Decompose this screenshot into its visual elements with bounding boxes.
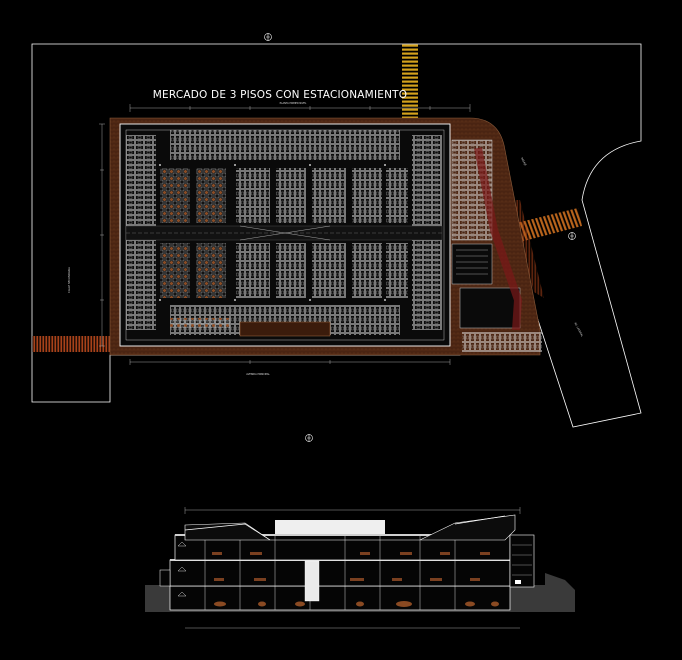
crosswalk-top — [402, 44, 418, 120]
building-section — [145, 507, 575, 629]
drawing-title: MERCADO DE 3 PISOS CON ESTACIONAMIENTO — [153, 89, 407, 101]
north-arrow-icon — [264, 33, 272, 41]
drawing-subtitle: PLANTA PRIMER NIVEL — [280, 102, 307, 105]
crosswalk-left — [32, 336, 110, 352]
street-label-left: CALLE SECUNDARIA — [67, 267, 71, 293]
street-label-bottom: AVENIDA PRINCIPAL — [246, 373, 270, 376]
north-arrow-icon — [305, 434, 313, 442]
dimension-lines — [99, 104, 471, 365]
street-label-right-lower: AV. LATERAL — [573, 322, 584, 338]
street-label-right-upper: PASAJE — [520, 157, 528, 167]
north-arrow-icon — [568, 232, 576, 240]
market-floor-plan — [109, 117, 542, 356]
crosswalk-right — [512, 208, 582, 243]
